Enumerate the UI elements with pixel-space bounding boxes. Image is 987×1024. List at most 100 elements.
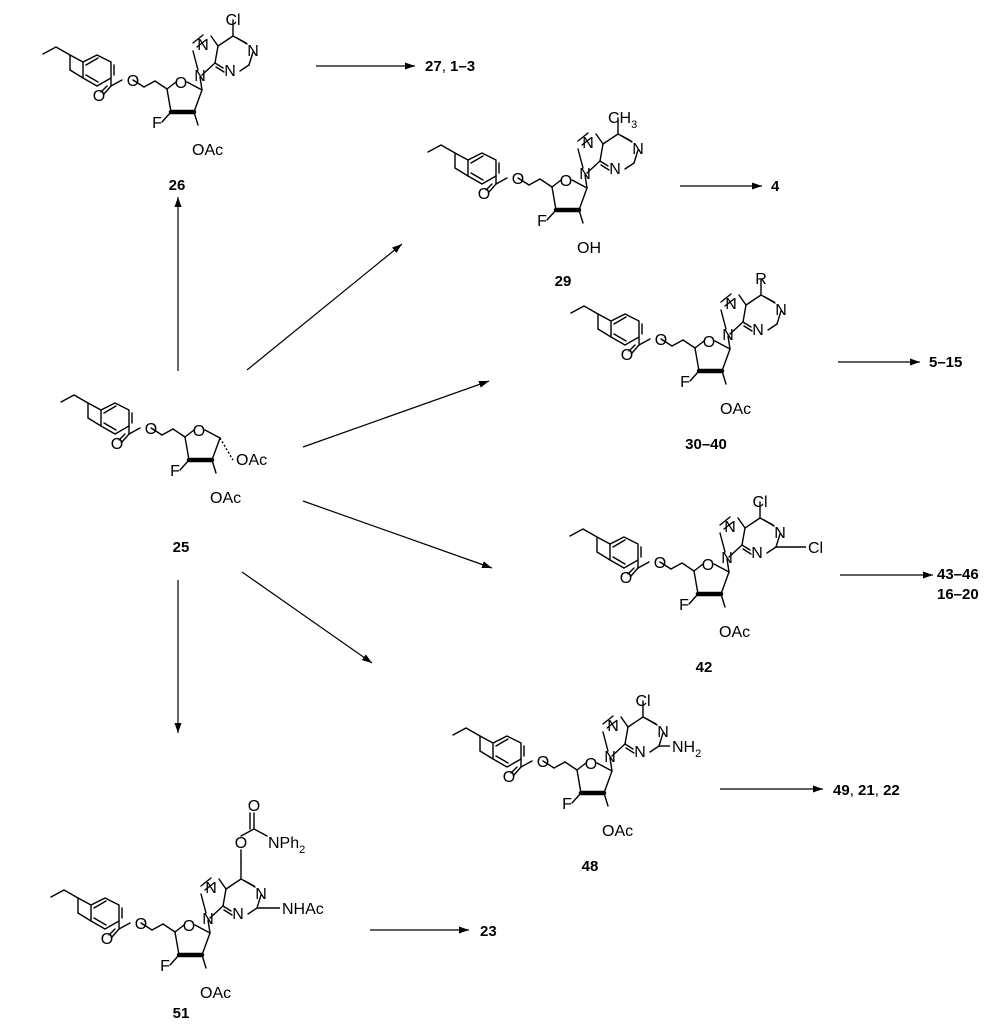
compound-48: O O O N N N N Cl NH2 F OAc 48 — [453, 693, 701, 875]
arrow-to-42 — [302, 500, 493, 569]
arrow-to-29 — [246, 243, 403, 371]
n1: N — [255, 886, 267, 903]
products-from-30-40: 5–15 — [929, 354, 962, 371]
n7: N — [197, 37, 209, 54]
carbonyl-o: O — [620, 570, 632, 587]
compound-26: O O O N N N N Cl F OAc 26 — [43, 12, 259, 194]
n1: N — [774, 525, 786, 542]
carbamate-carbonyl-o: O — [248, 798, 260, 815]
compound-29: O O O N N N N CH3 F OH 29 — [428, 110, 644, 290]
ring-o: O — [560, 173, 572, 190]
arrow-to-48 — [241, 571, 373, 664]
product-label-part: , — [442, 58, 450, 75]
oac: OAc — [210, 490, 241, 507]
chloro-6: Cl — [752, 494, 767, 511]
products-from-42-a: 43–46 — [937, 566, 979, 583]
amino: NH2 — [672, 739, 701, 760]
compound-51: O O O N N N N O O NPh2 NHAc F OAc 51 — [51, 798, 324, 1022]
carbonyl-o: O — [111, 436, 123, 453]
hydroxyl: OH — [577, 240, 601, 257]
ester-o: O — [145, 421, 157, 438]
ester-o: O — [127, 73, 139, 90]
fluoro: F — [160, 958, 170, 975]
oac: OAc — [200, 985, 231, 1002]
carbonyl-o: O — [101, 931, 113, 948]
product-label-part: 16–20 — [937, 586, 979, 603]
compound-label: 29 — [555, 273, 572, 290]
ester-o: O — [512, 171, 524, 188]
methyl: CH3 — [608, 110, 637, 131]
n1: N — [632, 141, 644, 158]
anomeric-oac: OAc — [236, 452, 267, 469]
oac: OAc — [602, 823, 633, 840]
oac: OAc — [720, 401, 751, 418]
compound-42: O O O N N N N Cl Cl F OAc 42 — [570, 494, 823, 676]
compound-label: 25 — [173, 539, 190, 556]
r-group: R — [755, 271, 767, 288]
ring-o: O — [703, 334, 715, 351]
n7: N — [607, 718, 619, 735]
carbonyl-o: O — [503, 769, 515, 786]
products-from-48: 49, 21, 22 — [833, 782, 900, 799]
scheme-arrows — [174, 62, 933, 934]
fluoro: F — [680, 374, 690, 391]
ring-o: O — [702, 557, 714, 574]
products-from-29: 4 — [771, 178, 780, 195]
n3: N — [232, 906, 244, 923]
ring-o: O — [175, 75, 187, 92]
fluoro: F — [562, 796, 572, 813]
product-label-part: 27 — [425, 58, 442, 75]
ester-o: O — [655, 332, 667, 349]
n9: N — [604, 749, 616, 766]
n9: N — [202, 911, 214, 928]
n1: N — [247, 43, 259, 60]
compound-25: O O O OAc F OAc 25 — [61, 395, 267, 556]
chloro-6: Cl — [635, 693, 650, 710]
products-from-26: 27, 1–3 — [425, 58, 475, 75]
product-label-part: 21 — [858, 782, 875, 799]
n7: N — [724, 519, 736, 536]
product-label-part: 4 — [771, 178, 780, 195]
ring-o: O — [183, 918, 195, 935]
carbonyl-o: O — [478, 186, 490, 203]
product-label-part: 1–3 — [450, 58, 475, 75]
ring-o: O — [193, 423, 205, 440]
n1: N — [775, 302, 787, 319]
product-labels: 27, 1–3 4 5–15 43–46 16–20 49, 21, 22 23 — [425, 58, 979, 940]
n9: N — [579, 166, 591, 183]
compound-label: 42 — [696, 659, 713, 676]
diphenylamino: NPh2 — [268, 835, 305, 856]
n3: N — [751, 545, 763, 562]
product-label-part: , — [875, 782, 883, 799]
fluoro: F — [679, 597, 689, 614]
oac: OAc — [719, 624, 750, 641]
n3: N — [224, 63, 236, 80]
n9: N — [721, 550, 733, 567]
fluoro: F — [170, 463, 180, 480]
chloro: Cl — [225, 12, 240, 29]
product-label-part: 5–15 — [929, 354, 962, 371]
carbamate-ether-o: O — [235, 835, 247, 852]
arrow-to-30-40 — [302, 380, 490, 448]
product-label-part: 49 — [833, 782, 850, 799]
compound-30-40: O O O N N N N R F OAc 30–40 — [571, 271, 787, 453]
ring-o: O — [585, 756, 597, 773]
carbonyl-o: O — [93, 88, 105, 105]
fluoro: F — [537, 213, 547, 230]
carbonyl-o: O — [621, 347, 633, 364]
ester-o: O — [135, 916, 147, 933]
n9: N — [194, 68, 206, 85]
product-label-part: 22 — [883, 782, 900, 799]
fluoro: F — [152, 115, 162, 132]
n3: N — [752, 322, 764, 339]
n7: N — [205, 880, 217, 897]
ester-o: O — [537, 754, 549, 771]
compound-label: 30–40 — [685, 436, 727, 453]
n1: N — [657, 724, 669, 741]
ester-o: O — [654, 555, 666, 572]
compound-label: 26 — [169, 177, 186, 194]
n7: N — [582, 135, 594, 152]
n3: N — [609, 161, 621, 178]
oac: OAc — [192, 142, 223, 159]
